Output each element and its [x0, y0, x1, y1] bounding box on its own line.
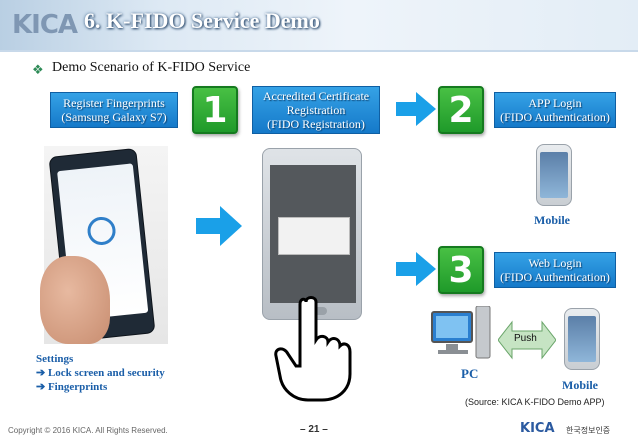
- kica-logo: KICA: [12, 10, 78, 40]
- finger-pointer-icon: [274, 296, 352, 402]
- scenario-heading: Demo Scenario of K-FIDO Service: [52, 60, 251, 75]
- step3-line1: Web Login: [528, 256, 582, 270]
- arrow-right-icon: [396, 252, 436, 286]
- source-note: (Source: KICA K-FIDO Demo APP): [465, 397, 605, 407]
- hand-image: [40, 256, 110, 344]
- slide-title: 6. K-FIDO Service Demo: [84, 8, 320, 33]
- step1-number: 1: [192, 86, 238, 134]
- bullet-icon: ❖: [32, 62, 44, 77]
- push-double-arrow-icon: [498, 320, 556, 360]
- mobile-app-phone: [536, 144, 572, 206]
- copyright-text: Copyright © 2016 KICA. All Rights Reserv…: [8, 426, 168, 435]
- hand-phone-photo: [40, 146, 168, 344]
- step3-box: Web Login (FIDO Authentication): [494, 252, 616, 288]
- center-phone-screen: [270, 165, 356, 303]
- step1-line2: Registration: [286, 103, 346, 117]
- fingerprint-dialog: [278, 217, 350, 255]
- settings-line3: ➔ Fingerprints: [36, 381, 108, 393]
- page-number: – 21 –: [300, 424, 328, 435]
- step2-line2: (FIDO Authentication): [500, 110, 610, 124]
- pc-caption: PC: [461, 366, 479, 381]
- center-phone: [262, 148, 362, 320]
- step2-line1: APP Login: [528, 96, 582, 110]
- footer-company-name: 한국정보인증: [566, 426, 611, 435]
- step2-box: APP Login (FIDO Authentication): [494, 92, 616, 128]
- step3-number: 3: [438, 246, 484, 294]
- register-line2: (Samsung Galaxy S7): [61, 110, 167, 124]
- push-label: Push: [514, 333, 537, 344]
- step1-line1: Accredited Certificate: [262, 89, 370, 103]
- step2-number: 2: [438, 86, 484, 134]
- step3-line2: (FIDO Authentication): [500, 270, 610, 284]
- register-line1: Register Fingerprints: [63, 96, 165, 110]
- arrow-right-icon: [396, 92, 436, 126]
- fingerprint-icon: [86, 215, 117, 247]
- step1-box: Accredited Certificate Registration (FID…: [252, 86, 380, 134]
- step1-line3: (FIDO Registration): [267, 117, 365, 131]
- header-bar: [0, 0, 638, 50]
- settings-line1: Settings: [36, 353, 74, 365]
- register-fingerprints-box: Register Fingerprints (Samsung Galaxy S7…: [50, 92, 178, 128]
- header-divider: [0, 50, 638, 52]
- pc-icon: [431, 306, 491, 359]
- settings-line2: ➔ Lock screen and security: [36, 367, 165, 379]
- mobile-caption-top: Mobile: [534, 213, 570, 227]
- settings-instructions: Settings ➔ Lock screen and security ➔ Fi…: [36, 352, 165, 394]
- mobile-caption-bottom: Mobile: [562, 378, 598, 392]
- footer-kica-logo: KICA: [520, 421, 555, 436]
- mobile-web-phone: [564, 308, 600, 370]
- arrow-right-icon: [196, 206, 242, 246]
